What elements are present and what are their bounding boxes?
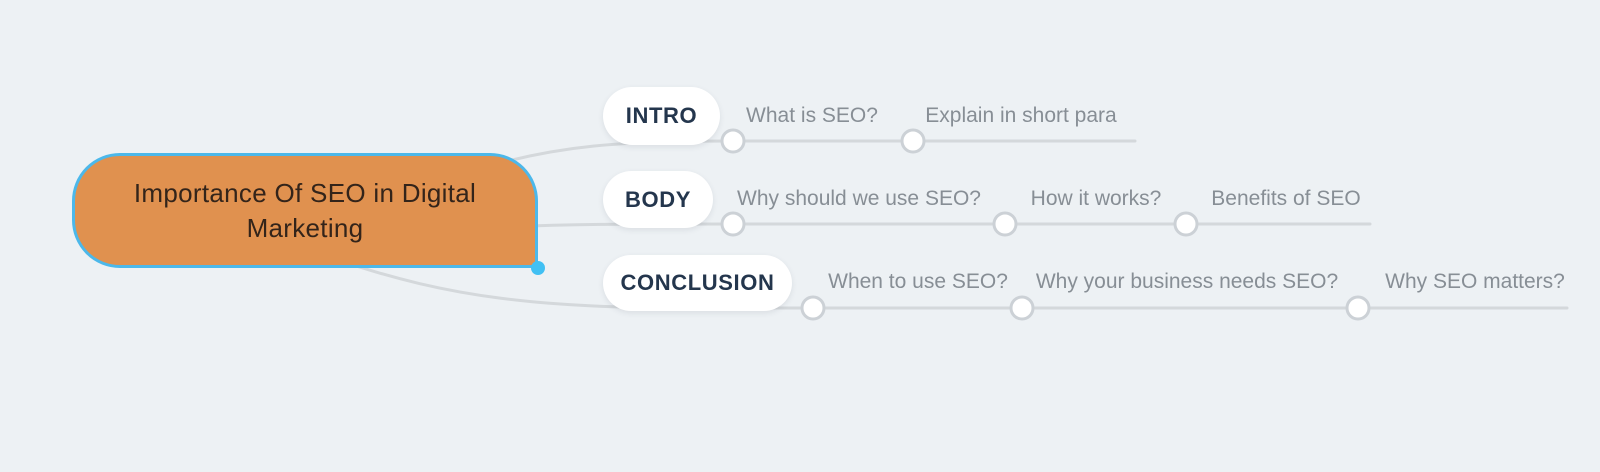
branch-line-intro	[494, 139, 1137, 166]
connector-dot[interactable]	[1173, 211, 1199, 237]
drag-handle[interactable]	[531, 261, 545, 275]
branch-pill-intro[interactable]: INTRO	[603, 87, 720, 145]
branch-body-label: BODY	[625, 186, 691, 212]
subtopic-conclusion-3[interactable]: Why SEO matters?	[1385, 270, 1565, 293]
connector-dot[interactable]	[1009, 295, 1035, 321]
connector-dot[interactable]	[1345, 295, 1371, 321]
subtopic-conclusion-1[interactable]: When to use SEO?	[828, 270, 1008, 293]
branch-intro-label: INTRO	[625, 103, 698, 128]
subtopic-body-1[interactable]: Why should we use SEO?	[737, 187, 981, 210]
subtopic-conclusion-2[interactable]: Why your business needs SEO?	[1035, 270, 1339, 293]
connector-dot[interactable]	[720, 211, 746, 237]
subtopic-intro-2[interactable]: Explain in short para	[925, 104, 1117, 127]
branch-pill-conclusion[interactable]: CONCLUSION	[603, 255, 792, 311]
root-topic[interactable]: Importance Of SEO in Digital Marketing	[72, 153, 538, 268]
connector-dot[interactable]	[900, 128, 926, 154]
subtopic-intro-1[interactable]: What is SEO?	[746, 104, 878, 127]
subtopic-body-3[interactable]: Benefits of SEO	[1211, 187, 1361, 210]
branch-conclusion-label: CONCLUSION	[620, 270, 775, 295]
subtopic-body-2[interactable]: How it works?	[1030, 187, 1162, 210]
connector-dot[interactable]	[800, 295, 826, 321]
connector-dot[interactable]	[720, 128, 746, 154]
branch-pill-body[interactable]: BODY	[603, 171, 713, 228]
connector-dot[interactable]	[992, 211, 1018, 237]
root-topic-label: Importance Of SEO in Digital Marketing	[133, 177, 477, 243]
